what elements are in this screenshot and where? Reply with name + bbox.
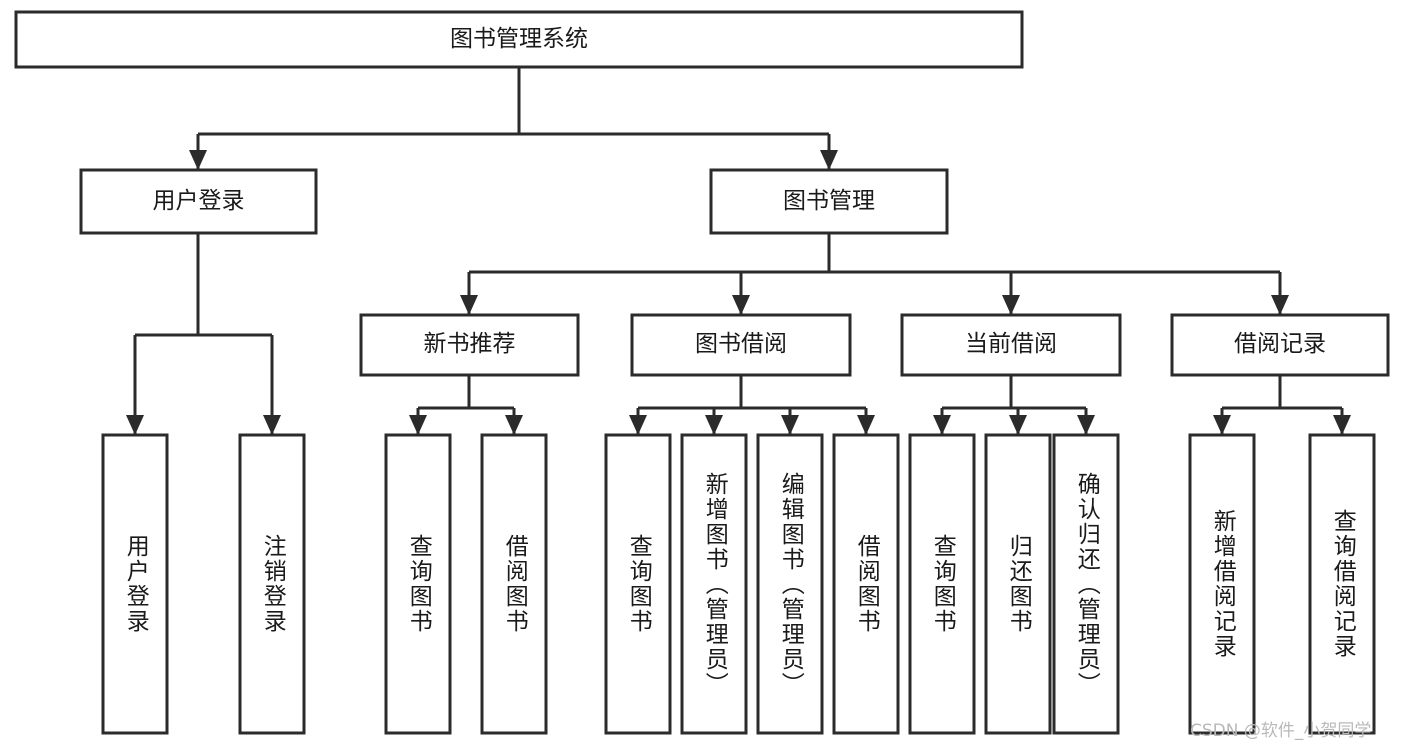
- arrow-head-icon: [1077, 415, 1095, 435]
- node-box-book-borrow[interactable]: [630, 313, 852, 377]
- node-box-root[interactable]: [14, 10, 1024, 69]
- arrow-head-icon: [1333, 415, 1351, 435]
- arrow-head-icon: [933, 415, 951, 435]
- arrow-head-icon: [263, 415, 281, 435]
- connector-layer: [126, 67, 1351, 435]
- arrow-head-icon: [705, 415, 723, 435]
- arrow-head-icon: [1009, 415, 1027, 435]
- node-box-leaf-add-book-admin[interactable]: [680, 433, 748, 735]
- arrow-head-icon: [460, 295, 478, 315]
- arrow-head-icon: [1213, 415, 1231, 435]
- node-box-leaf-query-borrow-record[interactable]: [1308, 433, 1376, 735]
- arrow-head-icon: [189, 150, 207, 170]
- node-box-layer: [14, 10, 1390, 735]
- node-box-leaf-add-borrow-record[interactable]: [1188, 433, 1256, 735]
- node-box-new-book-recommend[interactable]: [359, 313, 580, 377]
- node-box-leaf-confirm-return-admin[interactable]: [1052, 433, 1120, 735]
- node-box-leaf-query-book-1[interactable]: [384, 433, 452, 735]
- arrow-head-icon: [732, 295, 750, 315]
- arrow-head-icon: [409, 415, 427, 435]
- node-box-leaf-logout-login[interactable]: [238, 433, 306, 735]
- node-box-book-manage[interactable]: [709, 168, 949, 235]
- node-box-leaf-query-book-3[interactable]: [908, 433, 976, 735]
- arrow-head-icon: [820, 150, 838, 170]
- arrow-head-icon: [1002, 295, 1020, 315]
- arrow-head-icon: [1271, 295, 1289, 315]
- node-box-current-borrow[interactable]: [900, 313, 1122, 377]
- node-box-leaf-borrow-book-1[interactable]: [480, 433, 548, 735]
- node-box-leaf-return-book[interactable]: [984, 433, 1052, 735]
- node-box-leaf-user-login[interactable]: [101, 433, 169, 735]
- node-box-leaf-edit-book-admin[interactable]: [756, 433, 824, 735]
- arrow-head-icon: [857, 415, 875, 435]
- arrow-head-icon: [126, 415, 144, 435]
- node-box-leaf-query-book-2[interactable]: [604, 433, 672, 735]
- node-box-leaf-borrow-book-2[interactable]: [832, 433, 900, 735]
- node-box-user-login[interactable]: [79, 168, 318, 235]
- arrow-head-icon: [781, 415, 799, 435]
- node-box-borrow-record[interactable]: [1170, 313, 1390, 377]
- arrow-head-icon: [505, 415, 523, 435]
- arrow-head-icon: [629, 415, 647, 435]
